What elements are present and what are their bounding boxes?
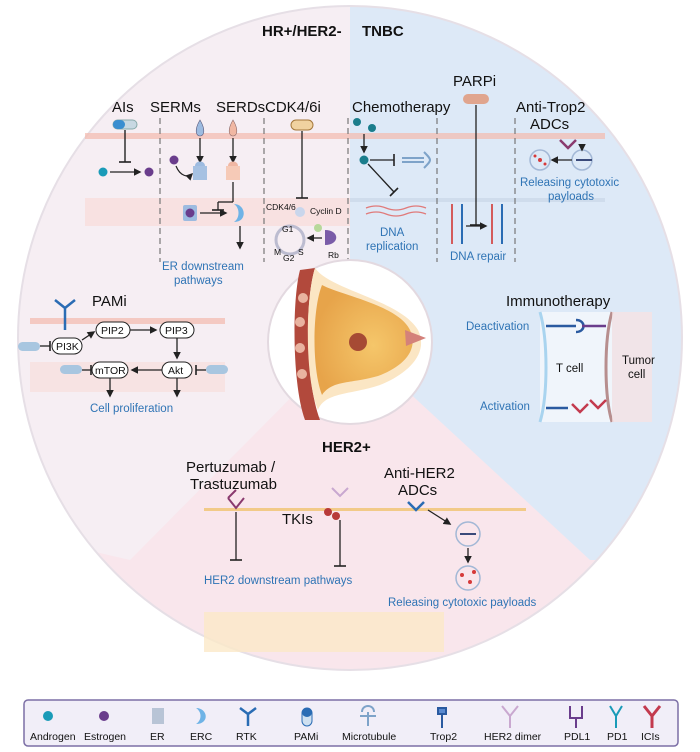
drug-tkis: TKIs	[282, 511, 313, 528]
pip3-node: PIP3	[165, 325, 188, 337]
drug-serms: SERMs	[150, 99, 201, 116]
g2-label: G2	[283, 253, 295, 263]
drug-parpi: PARPi	[453, 73, 496, 90]
mtor-node: mTOR	[95, 365, 126, 377]
legend-trop2-icon	[437, 707, 447, 728]
legend-her2-dimer-icon	[501, 705, 519, 728]
legend-androgen-icon	[43, 711, 53, 721]
tumor-cell-line2: cell	[628, 369, 645, 381]
t-cell-label: T cell	[556, 363, 583, 375]
legend-erc: ERC	[190, 731, 213, 743]
androgen-ais	[98, 167, 108, 177]
legend-her2-dimer: HER2 dimer	[484, 731, 542, 743]
erc-receptor	[234, 204, 244, 222]
drug-anti-her2-line2: ADCs	[398, 482, 437, 499]
s-label: S	[298, 247, 304, 257]
title-hr-her2-neg: HR+/HER2-	[262, 23, 342, 40]
pi3k-node: PI3K	[56, 341, 79, 353]
legend-pdl1: PDL1	[564, 731, 590, 743]
dna-repair-graphic	[451, 204, 503, 244]
trop2-release-line2: payloads	[548, 191, 594, 203]
legend-microtubule-icon	[360, 705, 376, 726]
nucleus-band-tnbc	[350, 198, 605, 202]
cell-membrane-top	[85, 133, 605, 139]
legend-icis: ICIs	[641, 731, 660, 743]
tumor-cell-membrane	[604, 311, 614, 423]
drug-immunotherapy: Immunotherapy	[506, 293, 611, 310]
drug-anti-her2-line1: Anti-HER2	[384, 465, 455, 482]
legend-rtk-icon	[239, 707, 257, 726]
her2-release-label: Releasing cytotoxic payloads	[388, 597, 537, 609]
drug-anti-trop2-line1: Anti-Trop2	[516, 99, 585, 116]
legend-microtubule: Microtubule	[342, 731, 396, 743]
estrogen-ais	[144, 167, 154, 177]
activation-label: Activation	[480, 401, 530, 413]
akt-node: Akt	[168, 365, 183, 377]
legend-rtk: RTK	[236, 731, 257, 743]
g1-label: G1	[282, 224, 294, 234]
trop2-release-line1: Releasing cytotoxic	[520, 177, 619, 189]
rtk-receptor	[54, 299, 76, 330]
title-tnbc: TNBC	[362, 23, 404, 40]
breast-illustration	[267, 259, 433, 425]
dna-repair-label: DNA repair	[450, 251, 506, 263]
legend-pami: PAMi	[294, 731, 318, 743]
legend-pdl1-icon	[569, 706, 583, 728]
dna-replication-line1: DNA	[380, 227, 405, 239]
rb-label: Rb	[328, 250, 339, 260]
her2-adc	[407, 501, 425, 512]
legend-er-icon	[152, 708, 164, 724]
er-downstream-line1: ER downstream	[162, 261, 244, 273]
drug-pertuzumab-line1: Pertuzumab /	[186, 459, 276, 476]
legend-icis-icon	[642, 705, 662, 728]
microtubule-chemo	[402, 151, 431, 169]
drug-anti-trop2-line2: ADCs	[530, 116, 569, 133]
cell-proliferation-label: Cell proliferation	[90, 403, 173, 415]
drug-chemotherapy: Chemotherapy	[352, 99, 451, 116]
legend-androgen: Androgen	[30, 731, 76, 743]
legend-estrogen: Estrogen	[84, 731, 126, 743]
deactivation-label: Deactivation	[466, 321, 529, 333]
cyclin-d-label: Cyclin D	[310, 206, 342, 216]
ici-antibody	[571, 403, 589, 414]
dna-replication-line2: replication	[366, 241, 418, 253]
legend-estrogen-icon	[99, 711, 109, 721]
pip2-node: PIP2	[101, 325, 124, 337]
legend-pd1-icon	[609, 705, 623, 728]
legend-trop2: Trop2	[430, 731, 457, 743]
m-label: M	[274, 247, 281, 257]
cell-cycle-ring	[274, 224, 306, 256]
trop2-adc	[559, 139, 577, 150]
drug-serds: SERDs	[216, 99, 265, 116]
legend: Androgen Estrogen ER ERC RTK PAMi Microt…	[23, 699, 679, 747]
her2-dimer	[227, 489, 245, 510]
hr-sector	[18, 6, 350, 560]
legend-pd1: PD1	[607, 731, 628, 743]
legend-erc-icon	[196, 708, 206, 724]
drug-cdk46i: CDK4/6i	[265, 99, 321, 116]
her2-downstream-label: HER2 downstream pathways	[204, 575, 353, 587]
cdk46-label: CDK4/6	[266, 202, 296, 212]
legend-er: ER	[150, 731, 165, 743]
drug-ais: AIs	[112, 99, 134, 116]
drug-pertuzumab-line2: Trastuzumab	[190, 476, 277, 493]
tumor-cell-line1: Tumor	[622, 355, 655, 367]
panel-dividers	[159, 118, 516, 262]
er-downstream-line2: pathways	[174, 275, 223, 287]
title-her2-pos: HER2+	[322, 439, 371, 456]
drug-pami: PAMi	[92, 293, 127, 310]
t-cell-membrane	[538, 311, 548, 423]
